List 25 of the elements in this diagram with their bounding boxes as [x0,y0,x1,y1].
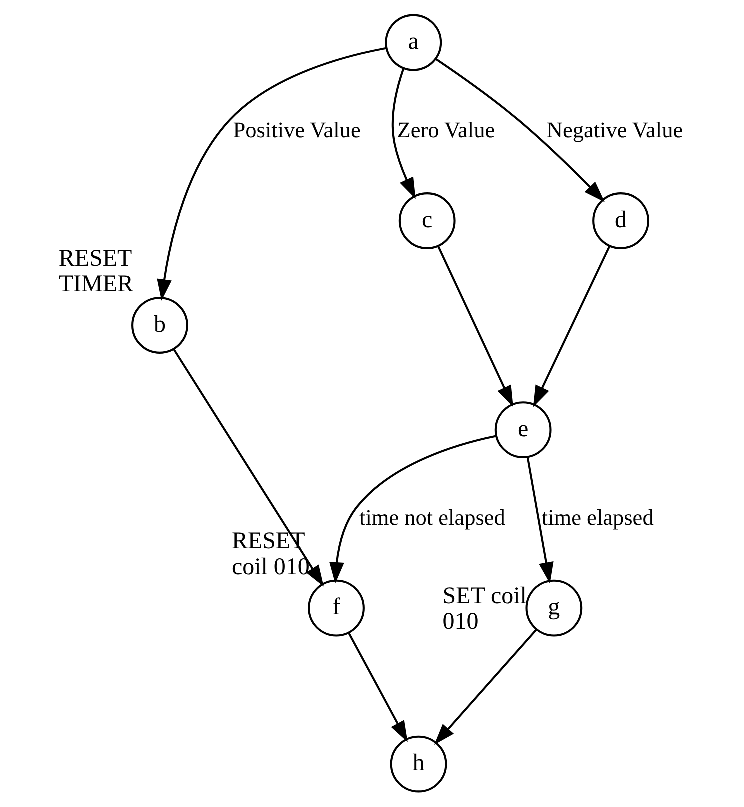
node-circle: c [398,192,456,250]
arrow [391,68,416,200]
arrow [329,435,496,584]
arrow [436,246,513,408]
node-circle: f [308,580,364,637]
arrow [172,349,324,587]
node-circle: d [592,192,649,250]
edge-label: Zero Value [396,118,495,143]
arrow [532,246,610,408]
node-circle: e [494,402,552,459]
edge-label: time not elapsed [359,505,505,530]
edge-label: Positive Value [232,118,360,143]
arrow [348,632,408,742]
edge-label: time elapsed [541,505,654,530]
node-circle: b [131,297,188,354]
node-circle: h [390,736,447,793]
arrow [434,58,604,202]
edge-label: Negative Value [546,118,683,143]
node-circle: g [525,580,582,637]
node-label: RESET TIMER [58,246,133,298]
arrow [526,457,554,584]
arrow [156,47,386,301]
arrow [434,629,537,745]
node-label: SET coil 010 [442,584,526,636]
node-circle: a [384,14,442,72]
